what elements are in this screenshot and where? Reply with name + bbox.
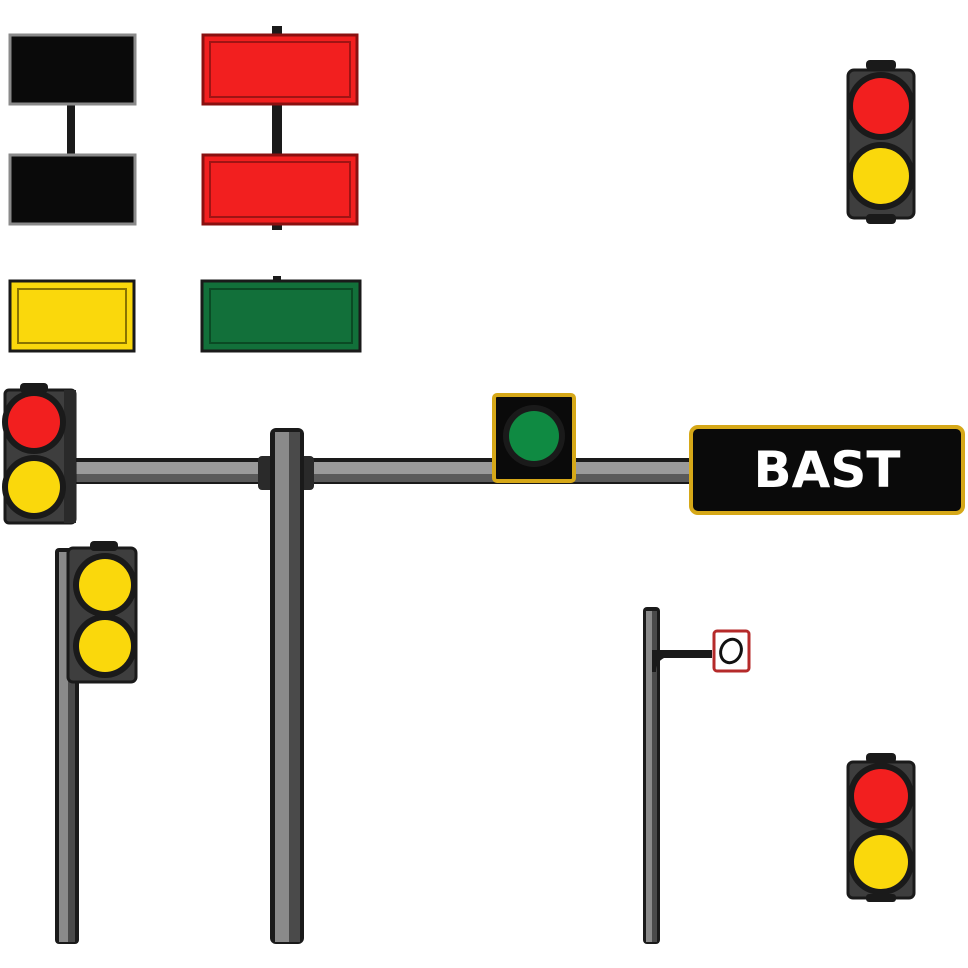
light-bottom-cap	[866, 894, 896, 902]
central-pole	[270, 428, 304, 944]
yellow-panel-inner-border	[17, 288, 127, 344]
green-light	[509, 411, 559, 461]
central-pole-shade	[289, 432, 300, 942]
overhead-sign-text: BAST	[754, 441, 901, 499]
traffic-light-bottom-right	[846, 753, 916, 902]
black-sign-panel-pair	[8, 33, 137, 226]
light-top-cap	[20, 383, 48, 393]
black-sign-panel-bottom	[8, 153, 137, 226]
traffic-light-green	[492, 393, 576, 483]
small-pole-highlight	[646, 611, 652, 942]
light-bottom-cap	[866, 214, 896, 224]
black-sign-panel-top	[8, 33, 137, 106]
panel-connector	[67, 100, 75, 158]
sign-panel-icon	[689, 425, 965, 515]
traffic-light-top-right	[846, 60, 916, 224]
panel-mount-pole	[272, 26, 282, 230]
small-pole-arm	[652, 650, 712, 672]
green-panel-inner-border	[209, 288, 353, 344]
mast-arm	[60, 456, 700, 490]
red-sign-panel-bottom	[201, 153, 359, 226]
small-sign-pole	[643, 607, 751, 944]
red-panel-top-inner-border	[209, 41, 351, 98]
yellow-light	[853, 148, 909, 204]
red-sign-panel-top	[201, 33, 359, 106]
central-pole-highlight	[275, 432, 289, 942]
red-light	[854, 769, 908, 823]
yellow-panel-body	[8, 279, 136, 353]
yellow-light	[8, 461, 60, 513]
sign-ring-mark	[719, 637, 743, 665]
light-top-cap	[90, 541, 118, 551]
red-light	[8, 396, 60, 448]
yellow-light	[79, 559, 131, 611]
red-light	[853, 78, 909, 134]
left-pole-highlight	[59, 552, 68, 942]
traffic-light-mast-left	[2, 383, 77, 525]
small-pole-shade	[652, 611, 657, 942]
light-top-cap	[866, 60, 896, 70]
yellow-light	[79, 620, 131, 672]
yellow-sign-panel	[8, 279, 136, 353]
lower-left-signal-pole	[55, 541, 138, 944]
overhead-street-sign: BAST	[689, 425, 965, 515]
red-sign-panel-pair	[201, 26, 359, 230]
red-panel-bottom-inner-border	[209, 161, 351, 218]
mast-arm-shade	[60, 474, 700, 482]
yellow-light	[854, 835, 908, 889]
green-panel-body	[200, 279, 362, 353]
green-sign-panel	[200, 276, 362, 353]
light-side-bracket	[64, 390, 76, 523]
left-pole-shade	[68, 552, 75, 942]
mast-arm-highlight	[60, 462, 700, 474]
